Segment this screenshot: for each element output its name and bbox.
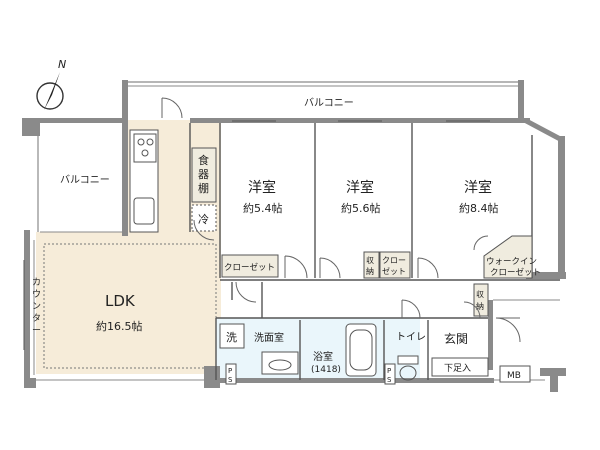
storage-a-label-2: 納 — [366, 266, 374, 276]
ps-2-label-2: S — [387, 376, 392, 384]
balcony-top-label: バルコニー — [304, 97, 354, 109]
washer-label: 洗 — [226, 331, 237, 344]
ldk-area-outline — [43, 243, 217, 369]
windows — [23, 120, 490, 350]
basin-icon — [268, 359, 292, 371]
ldk-floor — [36, 232, 221, 374]
counter-label-4: タ — [32, 313, 41, 324]
kitchen — [129, 129, 159, 233]
ps-2: P S — [384, 363, 396, 385]
counter-label-1: カ — [32, 277, 41, 288]
ldk-size: 約16.5帖 — [96, 319, 143, 333]
closet-1-label: クローゼット — [224, 262, 275, 273]
room-3-size: 約8.4帖 — [459, 201, 499, 215]
compass-north-label: N — [58, 58, 66, 71]
compass-needle-icon — [44, 72, 60, 110]
shoe-box-label: 下足入 — [444, 363, 471, 374]
door-swing-icon — [235, 281, 257, 303]
kitchen-counter — [129, 129, 159, 233]
compass: N — [36, 58, 66, 110]
counter-label-2: ウ — [32, 289, 41, 300]
washroom-label: 洗面室 — [254, 331, 284, 344]
pantry-label-2: 器 — [198, 168, 209, 181]
door-swing-icon — [417, 257, 439, 279]
ps-1-label-1: P — [228, 367, 232, 375]
storage-b-label-2: 納 — [476, 301, 484, 311]
room-2-name: 洋室 — [346, 179, 374, 196]
vanity — [261, 351, 299, 375]
fridge-label: 冷 — [198, 213, 209, 226]
bath-size: (1418) — [311, 365, 341, 375]
doors — [161, 97, 521, 343]
counter-bar: カ ウ ン タ ー — [32, 277, 41, 336]
door-swing-icon — [401, 299, 421, 319]
counter-label-5: ー — [32, 326, 41, 336]
mb-label: MB — [507, 371, 521, 381]
walk-in-closet: ウォークイン クローゼット — [483, 235, 541, 279]
pantry-label-3: 棚 — [198, 181, 209, 195]
door-swing-icon — [473, 235, 489, 251]
ldk-name: LDK — [105, 292, 136, 310]
door-swing-icon — [284, 255, 308, 279]
storage-a: 収 納 — [363, 251, 380, 279]
door-swing-icon — [193, 219, 215, 241]
closet-1: クローゼット — [221, 254, 279, 278]
bath-name: 浴室 — [313, 350, 333, 363]
stove-icon — [133, 133, 157, 163]
bathtub — [345, 323, 377, 377]
storage-b-label-1: 収 — [476, 289, 484, 299]
room-3-name: 洋室 — [464, 179, 492, 196]
room-2-size: 約5.6帖 — [341, 201, 381, 215]
washer-pan: 洗 — [219, 323, 245, 349]
sink-icon — [133, 197, 155, 225]
walk-in-label-1: ウォークイン — [486, 257, 537, 267]
storage-b: 収 納 — [473, 283, 489, 317]
pantry-shelf: 食 器 棚 — [191, 147, 217, 203]
room-1-size: 約5.4帖 — [243, 201, 283, 215]
fridge-space: 冷 — [191, 204, 217, 232]
closet-2-label-2: ゼット — [382, 266, 406, 276]
closet-2: クロー ゼット — [379, 251, 411, 279]
balcony-left-label: バルコニー — [60, 174, 110, 186]
pantry-label-1: 食 — [198, 153, 209, 167]
room-1-name: 洋室 — [248, 179, 276, 196]
walk-in-label-2: クローゼット — [490, 267, 541, 278]
toilet-bowl-icon — [399, 365, 417, 381]
closet-2-label-1: クロー — [382, 256, 406, 265]
shoe-box: 下足入 — [431, 357, 489, 377]
interior-walls — [189, 123, 560, 380]
counter-label-3: ン — [32, 302, 41, 312]
ps-1-label-2: S — [228, 376, 233, 384]
meter-box: MB — [499, 365, 531, 383]
compass-circle — [36, 82, 64, 110]
ps-1: P S — [225, 363, 237, 385]
door-swing-icon — [495, 317, 521, 343]
toilet-fixture — [397, 355, 419, 381]
ps-2-label-1: P — [387, 367, 391, 375]
door-swing-icon — [463, 301, 481, 319]
entrance-label: 玄関 — [444, 331, 468, 346]
toilet-label: トイレ — [396, 332, 426, 343]
door-swing-icon — [161, 97, 183, 119]
storage-a-label-1: 収 — [366, 255, 374, 265]
door-swing-icon — [319, 257, 341, 279]
